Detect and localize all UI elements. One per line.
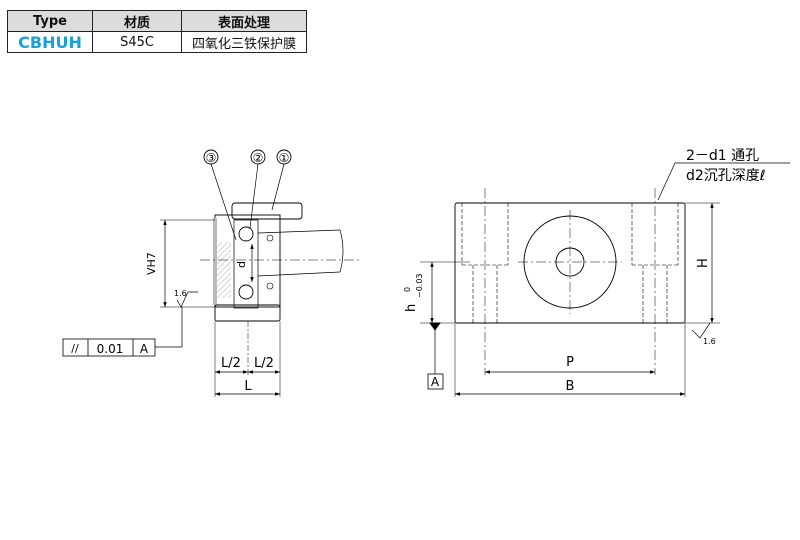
spec-table: Type 材质 表面处理 CBHUH S45C 四氧化三铁保护膜 (7, 10, 307, 53)
datum-a-box (427, 373, 444, 390)
H-label: H (696, 258, 711, 268)
type-value: CBHUH (7, 31, 93, 53)
l-total: L (244, 379, 252, 394)
l-half-right: L/2 (254, 356, 274, 371)
h-label: h (404, 304, 419, 312)
material-value: S45C (92, 31, 182, 53)
block-body (454, 202, 686, 324)
header-type: Type (7, 10, 93, 32)
l-half-left: L/2 (221, 356, 241, 371)
bearing-ball-top (238, 226, 254, 242)
side-view (62, 149, 360, 397)
hole-note-line2: d2沉孔深度ℓ (686, 168, 766, 184)
callout-3-text: ③ (206, 151, 217, 165)
shaft-collar (231, 202, 303, 220)
side-roughness: 1.6 (174, 289, 187, 298)
h-tol-upper: 0 (403, 287, 412, 292)
spec-header-row: Type 材质 表面处理 (7, 10, 307, 32)
spec-data-row: CBHUH S45C 四氧化三铁保护膜 (7, 31, 307, 53)
callout-2 (249, 149, 266, 229)
hole-note-line1: 2－d1 通孔 (686, 148, 759, 164)
tolerance-frame (62, 338, 156, 357)
front-roughness: 1.6 (703, 337, 716, 346)
callout-2-text: ② (253, 151, 264, 165)
callout-3 (203, 149, 237, 241)
header-material: 材质 (92, 10, 182, 32)
datum-a-label: A (431, 375, 440, 389)
P-label: P (566, 355, 574, 370)
callout-1-text: ① (279, 151, 290, 165)
callout-1 (271, 149, 292, 211)
vh7-label: VH7 (145, 252, 158, 275)
finish-value: 四氧化三铁保护膜 (181, 31, 307, 53)
tolerance-datum: A (140, 342, 149, 356)
tolerance-symbol: // (71, 342, 79, 355)
header-finish: 表面处理 (181, 10, 307, 32)
tolerance-value: 0.01 (97, 342, 124, 356)
h-tol-lower: −0.03 (415, 273, 424, 298)
B-label: B (566, 379, 575, 394)
base-plate (214, 304, 281, 322)
front-view (420, 162, 790, 397)
d-label: d (235, 261, 248, 268)
bearing-ball-bottom (238, 284, 254, 300)
